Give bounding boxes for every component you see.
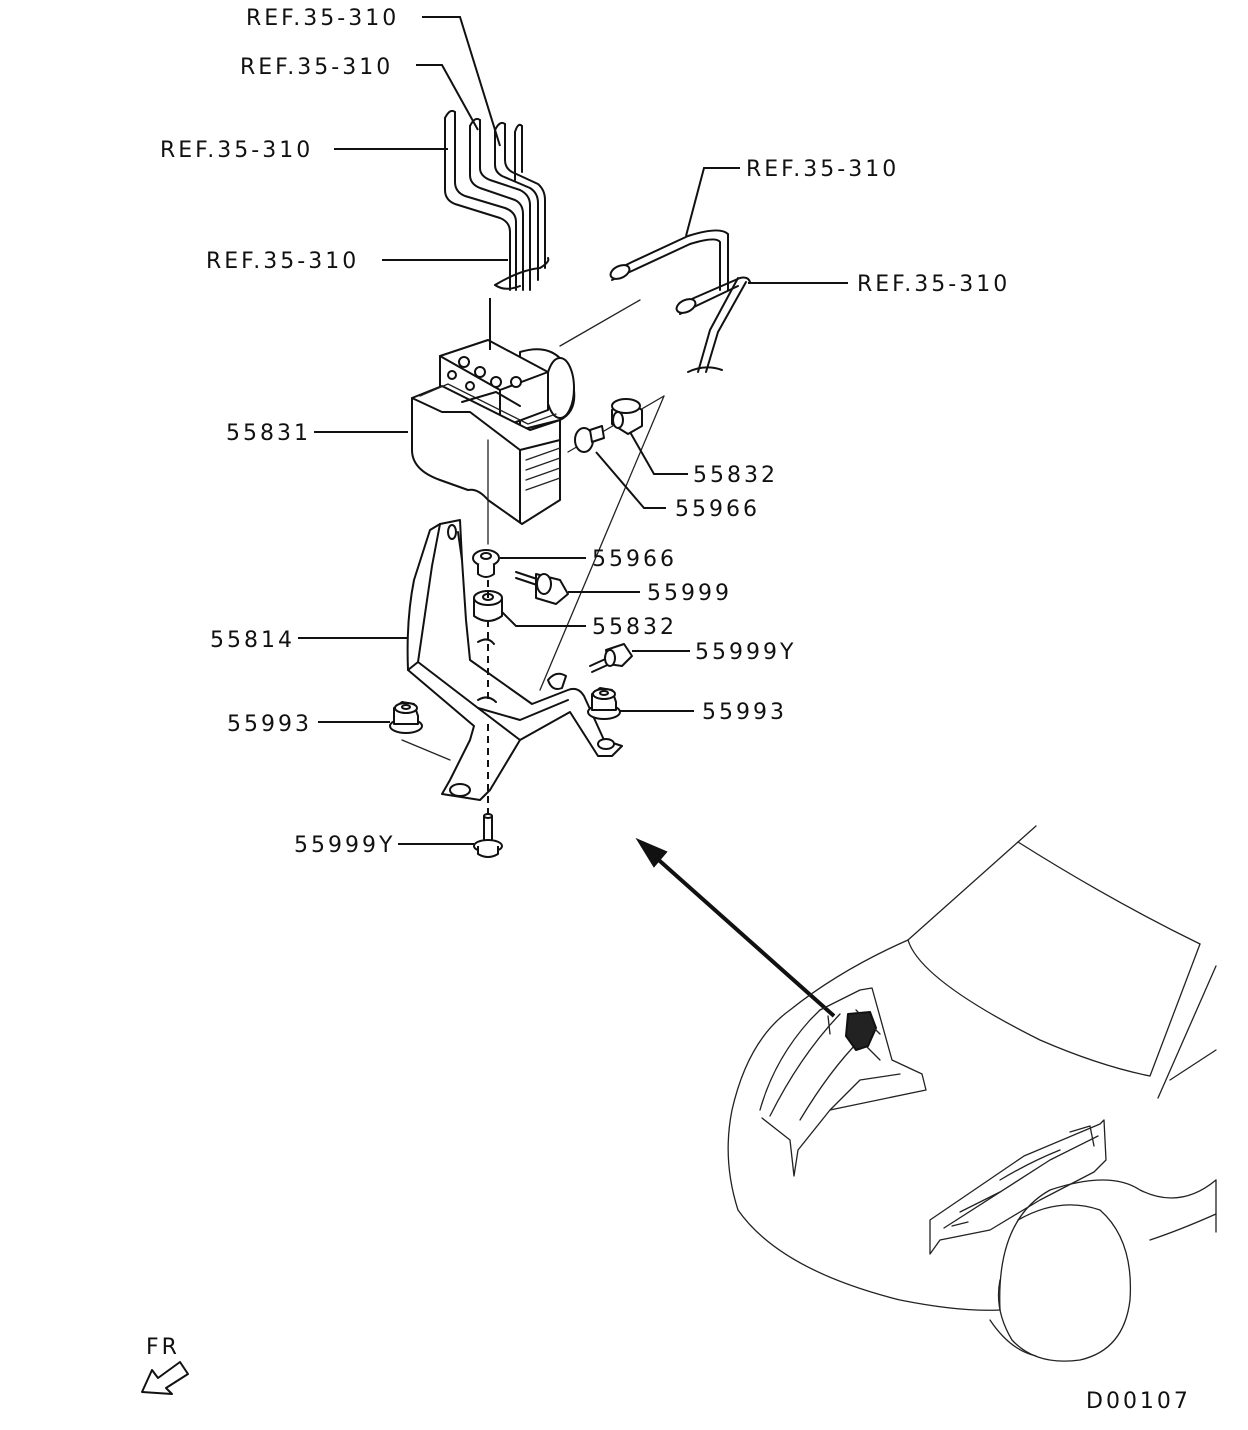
label-ref-top-2: REF.35-310 — [240, 55, 393, 80]
collar-right — [574, 425, 605, 453]
label-bolt-y-bottom: 55999Y — [294, 833, 395, 858]
label-bolt: 55999 — [647, 581, 732, 606]
abs-hydraulic-unit — [411, 339, 576, 525]
label-ref-top-1: REF.35-310 — [246, 6, 399, 31]
bolt-55999y-bottom — [473, 813, 503, 858]
projection-line — [401, 739, 451, 761]
mounting-bracket — [406, 519, 623, 801]
diagram-code: D00107 — [1086, 1389, 1191, 1414]
flange-nut-right — [587, 687, 621, 720]
label-ref-top-3: REF.35-310 — [160, 138, 313, 163]
brake-pipe-bundle — [444, 109, 550, 291]
label-ref-top-4: REF.35-310 — [206, 249, 359, 274]
brake-pipe-right — [609, 229, 751, 373]
label-bolt-y-right: 55999Y — [695, 640, 796, 665]
label-collar-lower: 55966 — [592, 547, 677, 572]
projection-line — [539, 395, 665, 691]
front-arrow-icon — [141, 1361, 189, 1395]
projection-line — [559, 299, 641, 347]
front-indicator-label: FR — [146, 1335, 180, 1360]
rubber-bushing-right — [611, 398, 643, 435]
bolt-55999 — [515, 571, 569, 605]
label-ref-right-2: REF.35-310 — [857, 272, 1010, 297]
label-bracket: 55814 — [210, 628, 295, 653]
vehicle-outline — [727, 825, 1217, 1362]
label-nut-left: 55993 — [227, 712, 312, 737]
label-hydraulic-unit: 55831 — [226, 421, 311, 446]
flange-nut-left — [389, 701, 423, 734]
leader-lines — [298, 16, 848, 845]
label-bushing-lower: 55832 — [592, 615, 677, 640]
label-nut-right: 55993 — [702, 700, 787, 725]
front-direction-indicator: FR — [141, 1335, 189, 1395]
label-collar-right: 55966 — [675, 497, 760, 522]
bolt-55999y-right — [589, 643, 633, 673]
location-arrow — [635, 837, 836, 1018]
label-bushing-right: 55832 — [693, 463, 778, 488]
collar-lower — [472, 549, 500, 578]
label-ref-right-1: REF.35-310 — [746, 157, 899, 182]
